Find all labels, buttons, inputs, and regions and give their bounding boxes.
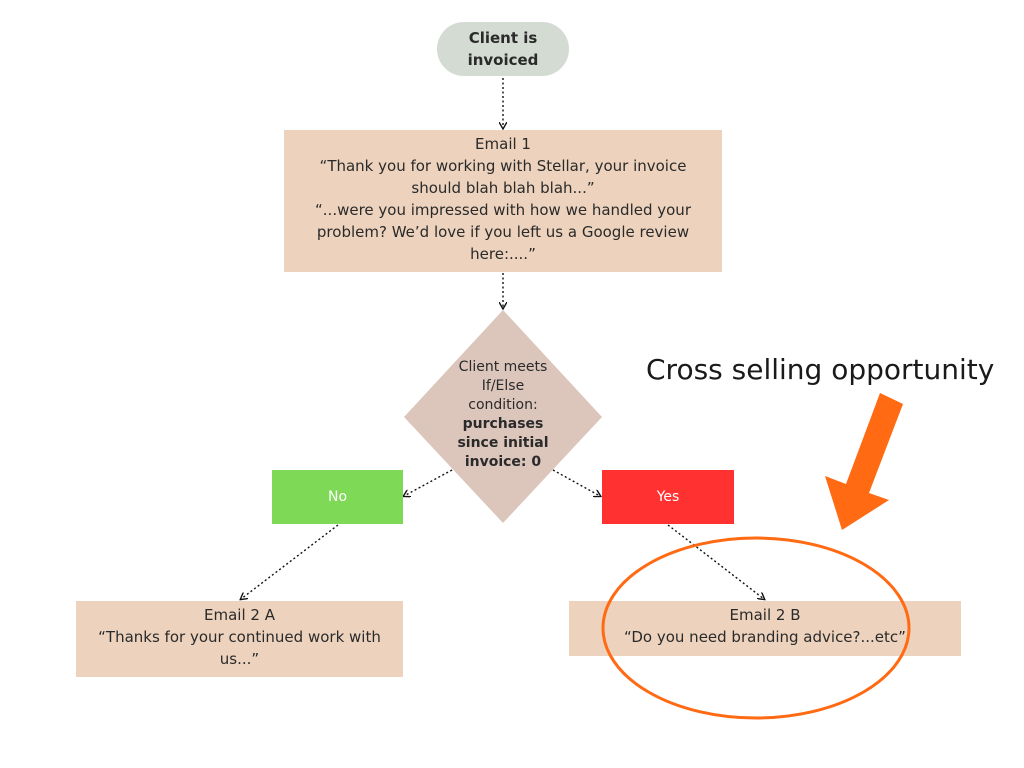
start-node-line-1: Client is	[468, 29, 538, 47]
email-2b-box: Email 2 B “Do you need branding advice?.…	[569, 601, 961, 656]
email-2b-title: Email 2 B	[729, 606, 801, 624]
condition-bold-line: invoice: 0	[464, 454, 542, 470]
email-2a-box: Email 2 A “Thanks for your continued wor…	[76, 601, 403, 677]
cross-selling-annotation: Cross selling opportunity	[646, 353, 995, 386]
branch-yes-label: Yes	[656, 489, 680, 505]
connector-yes-to-email2b	[667, 524, 764, 599]
email-1-box: Email 1 “Thank you for working with Stel…	[284, 130, 722, 272]
email-2a-line: us...”	[219, 650, 260, 668]
email-1-line: problem? We’d love if you left us a Goog…	[316, 223, 690, 241]
email-1-line: here:....”	[470, 245, 536, 263]
email-1-line: “Thank you for working with Stellar, you…	[319, 157, 687, 175]
start-node-line-2: invoiced	[467, 51, 539, 69]
email-1-line: “...were you impressed with how we handl…	[315, 201, 691, 219]
condition-text: Client meets If/Else condition: purchase…	[438, 358, 568, 476]
email-1-line: should blah blah blah...”	[411, 179, 595, 197]
condition-line: condition:	[468, 397, 538, 413]
pointer-arrow-icon	[825, 393, 903, 530]
branch-no-label: No	[327, 489, 348, 505]
email-1-title: Email 1	[475, 135, 531, 153]
email-2a-title: Email 2 A	[204, 606, 275, 624]
condition-bold-line: since initial	[457, 435, 549, 451]
condition-bold-line: purchases	[462, 416, 544, 432]
branch-no-box: No	[272, 470, 403, 524]
condition-line: If/Else	[481, 378, 525, 394]
email-2b-line: “Do you need branding advice?...etc”	[624, 628, 906, 646]
condition-line: Client meets	[458, 359, 548, 375]
start-node-client-invoiced: Client is invoiced	[437, 22, 569, 76]
connector-no-to-email2a	[241, 524, 339, 599]
email-2a-line: “Thanks for your continued work with	[98, 628, 381, 646]
branch-yes-box: Yes	[602, 470, 734, 524]
